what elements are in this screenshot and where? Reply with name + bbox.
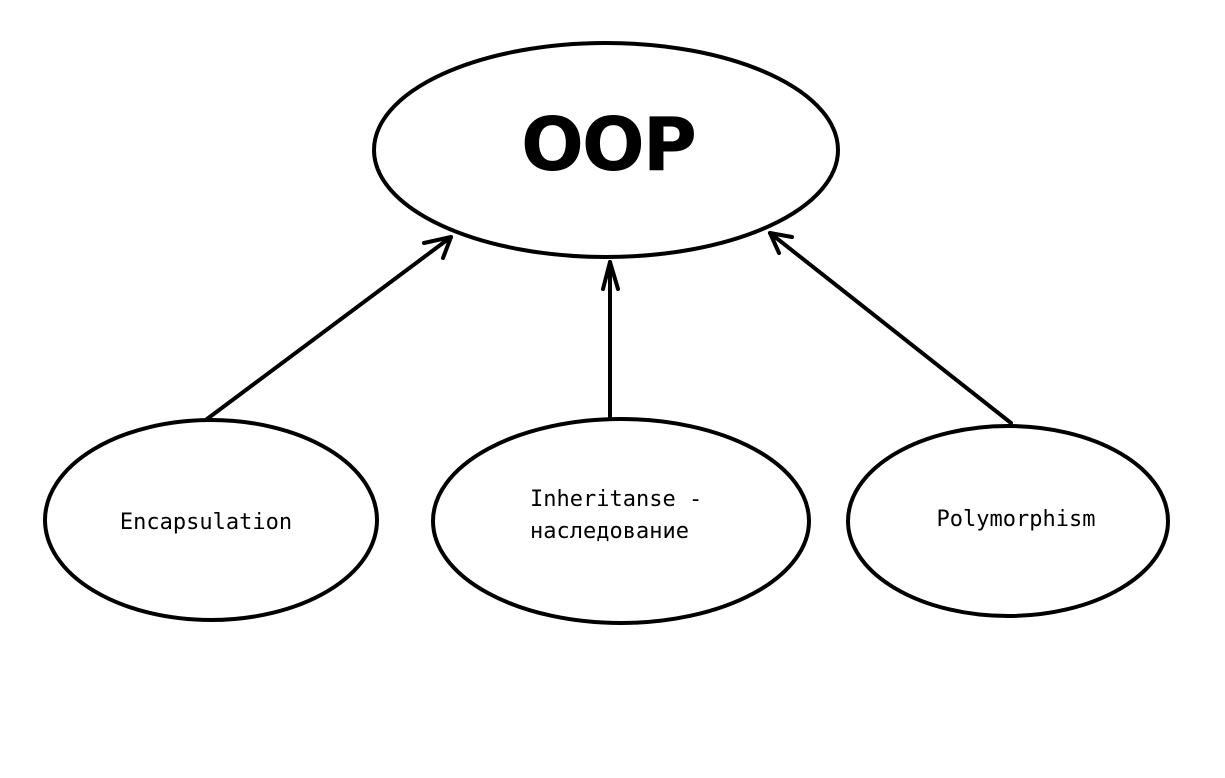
edge-inheritance-to-root xyxy=(601,260,620,421)
child-node-encapsulation: Encapsulation xyxy=(43,418,379,622)
child-node-inheritance: Inheritanse - наследование xyxy=(431,417,811,625)
child-node-ellipse xyxy=(431,417,811,625)
edge-line xyxy=(205,235,453,421)
edge-polymorphism-to-root xyxy=(768,231,1013,425)
arrowhead-icon xyxy=(601,260,620,291)
root-node-ellipse xyxy=(372,41,840,259)
arrowhead-icon xyxy=(422,235,453,260)
child-node-label-line-2: наследование xyxy=(530,519,689,544)
root-node: OOP xyxy=(372,41,840,259)
arrowhead-icon xyxy=(768,231,794,255)
child-node-label-line-1: Inheritanse - xyxy=(530,487,702,512)
edge-line xyxy=(768,231,1013,425)
child-node-ellipse xyxy=(43,418,379,622)
child-node-ellipse xyxy=(846,424,1170,618)
child-node-label: Encapsulation xyxy=(120,510,292,535)
child-node-label: Polymorphism xyxy=(937,507,1096,532)
root-node-label: OOP xyxy=(521,102,695,188)
edge-encapsulation-to-root xyxy=(205,235,453,421)
child-node-polymorphism: Polymorphism xyxy=(846,424,1170,618)
